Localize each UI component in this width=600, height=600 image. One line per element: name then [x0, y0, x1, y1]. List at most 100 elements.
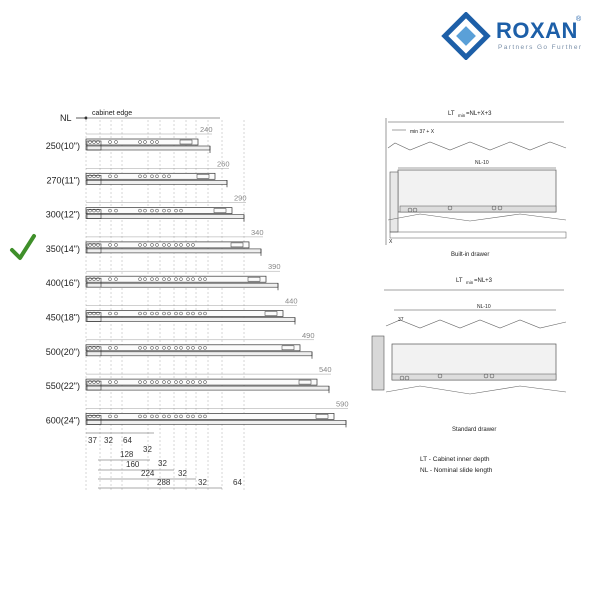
mount-hole [114, 243, 118, 247]
slide-size-label: 450(18") [46, 313, 80, 323]
mount-hole [92, 174, 96, 179]
slide-runner [85, 180, 228, 185]
mount-hole [108, 208, 112, 213]
slide-length-label: 260 [217, 159, 230, 168]
front-bracket [86, 243, 102, 254]
mount-hole [167, 174, 171, 179]
mount-hole [150, 414, 154, 419]
mount-hole [114, 414, 118, 419]
mount-hole [198, 346, 202, 350]
spacing-row: 37 32 64 32 [86, 432, 154, 454]
standard-caption: Standard drawer [452, 427, 496, 433]
built-in-min-label: min 37 + X [410, 129, 435, 135]
mount-hole [174, 311, 178, 316]
mount-hole [108, 140, 112, 144]
mount-hole [88, 414, 92, 419]
mount-hole [198, 414, 202, 419]
mount-hole [179, 277, 183, 281]
mount-hole [114, 174, 118, 179]
slide-length-label: 540 [319, 365, 332, 374]
slide-rail [85, 275, 267, 283]
mount-hole [108, 311, 112, 316]
mount-hole [162, 311, 166, 316]
mount-hole [191, 380, 195, 384]
slide-size-label: 600(24") [46, 415, 80, 425]
mount-hole [108, 414, 112, 419]
front-bracket [86, 346, 102, 357]
ladder-value: 224 [141, 469, 155, 478]
mount-hole [174, 243, 178, 247]
mount-hole [150, 346, 154, 350]
built-in-formula-prefix: LT [448, 111, 455, 117]
mount-hole [186, 414, 190, 419]
mount-hole [174, 414, 178, 419]
slide-row: 400(16")390 [46, 262, 281, 291]
mount-hole [114, 380, 118, 384]
slide-length-label: 240 [200, 125, 213, 134]
front-bracket [86, 175, 102, 185]
mount-hole [88, 208, 92, 213]
mount-hole [114, 277, 118, 281]
slide-size-label: 550(22") [46, 381, 80, 391]
mount-hole [88, 174, 92, 179]
mount-hole [179, 380, 183, 384]
slide-length-label: 390 [268, 262, 281, 271]
mount-hole [186, 346, 190, 350]
mount-hole [88, 346, 92, 350]
mount-hole [138, 174, 142, 179]
mount-hole [108, 174, 112, 179]
mount-hole [96, 311, 100, 316]
mount-hole [92, 243, 96, 247]
mount-hole [92, 277, 96, 281]
mount-hole [88, 243, 92, 247]
spacing-value: 32 [104, 436, 113, 445]
mount-hole [179, 414, 183, 419]
mount-hole [155, 277, 159, 281]
mount-hole [114, 311, 118, 316]
slide-row: 600(24")590 [46, 399, 349, 428]
brand-name: ROXAN [496, 18, 578, 43]
mount-hole [143, 380, 147, 384]
spacing-value: 64 [123, 436, 132, 445]
ladder-tail: 32 [178, 469, 187, 478]
mount-hole [155, 311, 159, 316]
ladder-value: 128 [120, 450, 134, 459]
slide-runner [85, 282, 279, 288]
slide-row: 270(11")260 [46, 159, 230, 188]
mount-hole [96, 380, 100, 384]
mount-hole [167, 414, 171, 419]
slide-runner [85, 214, 245, 219]
mount-hole [150, 243, 154, 247]
rear-bracket [196, 174, 210, 179]
slide-row: 550(22") 540 [46, 365, 332, 394]
front-bracket [86, 140, 102, 151]
mount-hole [143, 414, 147, 419]
mount-hole [167, 243, 171, 247]
mount-hole [143, 140, 147, 144]
mount-hole [155, 414, 159, 419]
mount-hole [186, 277, 190, 281]
slide-runner [85, 145, 211, 151]
built-in-caption: Built-in drawer [451, 252, 489, 258]
mount-hole [191, 311, 195, 316]
mount-hole [150, 277, 154, 281]
rear-bracket [247, 276, 261, 282]
rear-bracket [264, 311, 278, 316]
standard-nl-label: NL-10 [477, 304, 491, 310]
slide-rail [85, 310, 284, 317]
nl-arrow-dot [84, 116, 88, 120]
mount-hole [108, 380, 112, 384]
mount-hole [96, 346, 100, 350]
mount-hole [179, 311, 183, 316]
mount-hole [174, 346, 178, 350]
spacing-value: 32 [143, 445, 152, 454]
mount-hole [114, 140, 118, 144]
standard-dim-label: 37 [398, 317, 404, 323]
mount-hole [138, 243, 142, 247]
slide-rail [85, 138, 199, 146]
slide-runner [85, 317, 296, 322]
mount-hole [143, 243, 147, 247]
standard-formula-prefix: LT [456, 278, 463, 284]
slide-rail [85, 344, 301, 352]
mount-hole [191, 243, 195, 247]
